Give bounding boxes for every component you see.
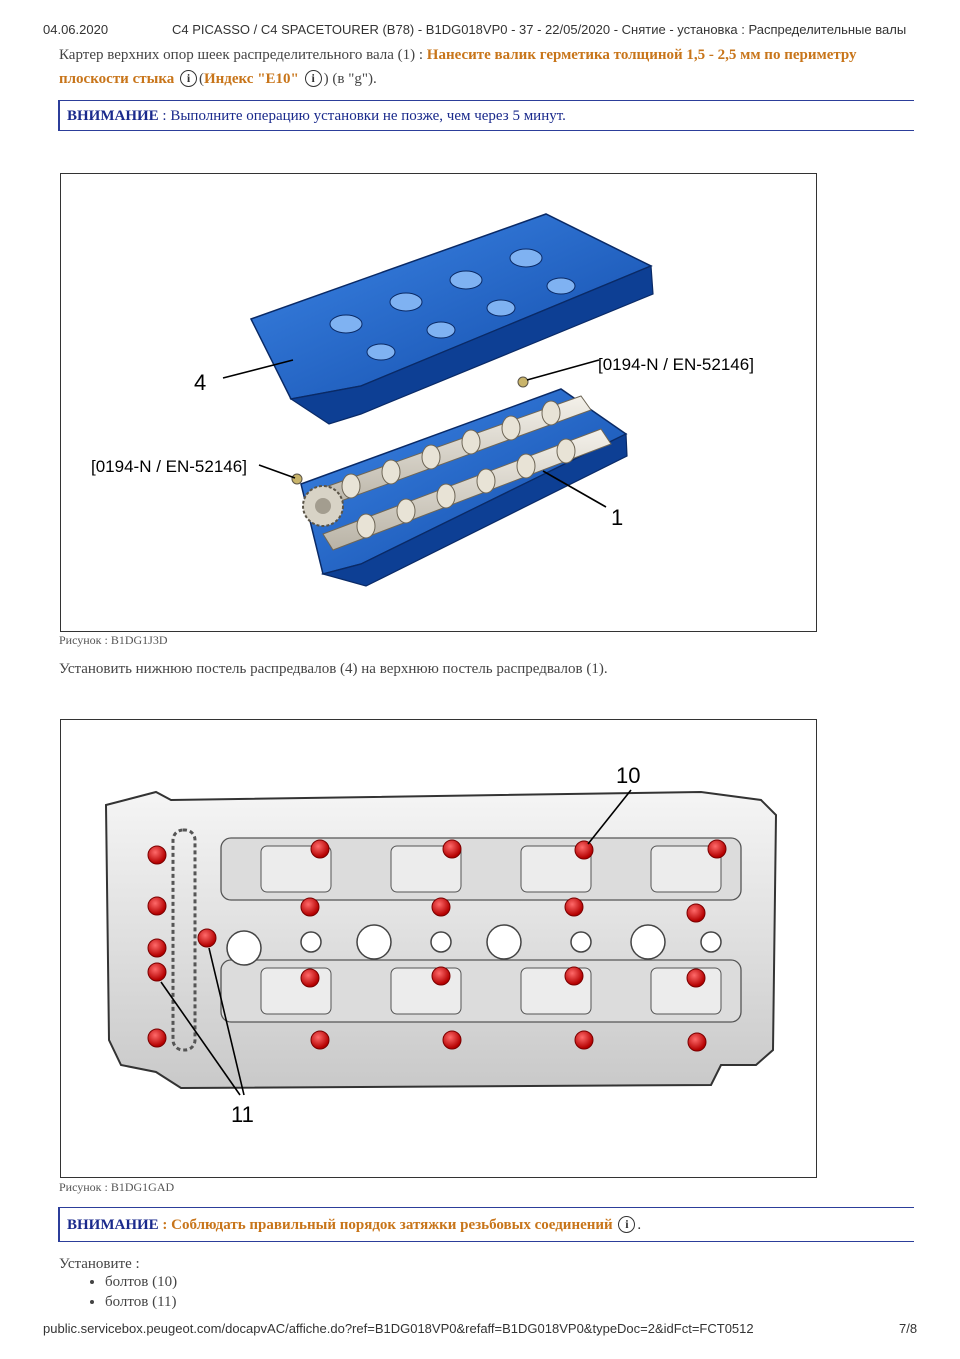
figure-bolt-layout: 10 11	[60, 719, 817, 1178]
intro-end: ) (в "g").	[323, 71, 377, 87]
figure-1-caption: Рисунок : B1DG1J3D	[59, 633, 168, 647]
label-tool-right: [0194-N / EN-52146]	[598, 355, 754, 374]
warning-text: Соблюдать правильный порядок затяжки рез…	[171, 1217, 613, 1233]
figure-2-caption: Рисунок : B1DG1GAD	[59, 1180, 175, 1194]
print-date: 04.06.2020	[43, 22, 109, 37]
bolt-markers	[147, 839, 727, 1052]
page-header: 04.06.2020 C4 PICASSO / C4 SPACETOURER (…	[0, 10, 960, 37]
warning-separator: :	[158, 1217, 172, 1233]
document-title: C4 PICASSO / C4 SPACETOURER (B78) - B1DG…	[172, 22, 907, 37]
list-item: болтов (10)	[105, 1272, 177, 1292]
source-url[interactable]: public.servicebox.peugeot.com/docapvAC/a…	[43, 1321, 754, 1336]
warning-text: Выполните операцию установки не позже, ч…	[170, 108, 566, 124]
figure-camshaft-housing: 4 1 [0194-N / EN-52146] [0194-N / EN-521…	[60, 173, 817, 632]
info-icon[interactable]: i	[618, 1216, 636, 1233]
page-number: 7/8	[899, 1321, 918, 1336]
lower-camshaft-bearing-part	[291, 376, 628, 587]
upper-camshaft-bearing-part	[249, 213, 654, 425]
label-tool-left: [0194-N / EN-52146]	[91, 457, 247, 476]
install-title: Установите :	[59, 1256, 140, 1272]
instruction-text: Установить нижнюю постель распредвалов (…	[59, 661, 608, 677]
label-bolt-10: 10	[616, 763, 640, 788]
warning-label: ВНИМАНИЕ	[67, 1217, 159, 1233]
intro-bold-surface: плоскости стыка	[59, 71, 175, 87]
warning-end: .	[637, 1217, 642, 1233]
camshaft-housing-illustration: 4 1 [0194-N / EN-52146] [0194-N / EN-521…	[91, 213, 754, 587]
timing-sprocket-icon	[302, 485, 344, 527]
intro-paragraph: Картер верхних опор шеек распределительн…	[59, 44, 919, 90]
label-bolt-11: 11	[231, 1102, 254, 1127]
info-icon[interactable]: i	[304, 70, 322, 87]
warning-label: ВНИМАНИЕ	[67, 108, 159, 124]
list-item: болтов (11)	[105, 1292, 177, 1312]
install-list: болтов (10) болтов (11)	[59, 1272, 177, 1312]
bolt-layout-illustration: 10 11	[104, 763, 778, 1127]
intro-bold-instruction: Нанесите валик герметика толщиной 1,5 - …	[426, 47, 857, 63]
info-icon[interactable]: i	[179, 70, 197, 87]
label-part-1: 1	[611, 505, 623, 530]
page-footer: public.servicebox.peugeot.com/docapvAC/a…	[0, 1318, 960, 1338]
intro-text: Картер верхних опор шеек распределительн…	[59, 47, 427, 63]
timing-chain	[171, 828, 197, 1052]
label-part-4: 4	[194, 370, 206, 395]
sealant-index: Индекс "E10"	[203, 71, 299, 87]
dowel-pin-left	[291, 473, 303, 485]
paren-open: (	[198, 71, 204, 87]
warning-box-torque: ВНИМАНИЕ : Соблюдать правильный порядок …	[58, 1207, 914, 1242]
warning-box: ВНИМАНИЕ : Выполните операцию установки …	[58, 100, 914, 131]
warning-separator: :	[158, 108, 171, 124]
dowel-pin-right	[517, 376, 529, 388]
